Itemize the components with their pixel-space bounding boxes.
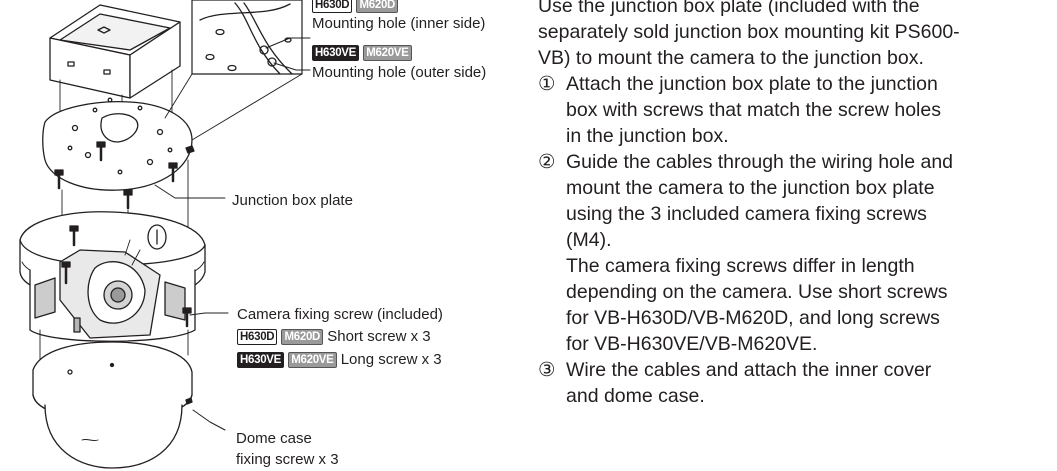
junction-box-plate-drawing bbox=[42, 97, 195, 191]
step-line: Attach the junction box plate to the jun… bbox=[566, 73, 938, 95]
mounting-hole-inner-label: Mounting hole (inner side) bbox=[312, 15, 486, 32]
model-badge: M620VE bbox=[363, 45, 412, 61]
step-2: ② Guide the cables through the wiring ho… bbox=[538, 149, 1057, 253]
note-line: The camera fixing screws differ in lengt… bbox=[566, 255, 915, 277]
step-line: Guide the cables through the wiring hole… bbox=[566, 151, 954, 173]
dome-case-label: Dome case bbox=[236, 430, 312, 447]
step-line: mount the camera to the junction box pla… bbox=[566, 177, 935, 199]
step-number: ② bbox=[538, 151, 556, 173]
long-screw-row: H630VE M620VE Long screw x 3 bbox=[237, 350, 442, 369]
dome-case-drawing bbox=[32, 341, 193, 469]
model-badge: H630D bbox=[312, 0, 353, 13]
step-number: ③ bbox=[538, 359, 556, 381]
camera-screws-drawing bbox=[61, 225, 192, 328]
junction-box-drawing bbox=[49, 4, 181, 99]
step-2-note: The camera fixing screws differ in lengt… bbox=[538, 253, 1057, 357]
inset-connector-lines bbox=[164, 73, 303, 141]
model-badge: H630VE bbox=[312, 45, 360, 61]
instructions-text: Use the junction box plate (included wit… bbox=[538, 0, 1057, 409]
long-screw-label: Long screw x 3 bbox=[340, 351, 442, 368]
model-badge: M620VE bbox=[288, 352, 337, 368]
model-badge: H630D bbox=[237, 329, 278, 345]
step-1: ① Attach the junction box plate to the j… bbox=[538, 71, 1057, 149]
camera-body-drawing bbox=[19, 211, 206, 342]
mounting-hole-outer-label: Mounting hole (outer side) bbox=[312, 64, 487, 81]
step-line: and dome case. bbox=[566, 385, 705, 407]
step-line: using the 3 included camera fixing screw… bbox=[566, 203, 927, 225]
camera-mounting-illustration: H630D M620D Mounting hole (inner side) H… bbox=[19, 0, 487, 469]
note-line: for VB-H630D/VB-M620D, and long screws bbox=[566, 307, 940, 329]
short-screw-row: H630D M620D Short screw x 3 bbox=[237, 327, 431, 346]
model-badge: M620D bbox=[281, 329, 324, 345]
mounting-hole-inset bbox=[191, 0, 303, 75]
step-line: (M4). bbox=[566, 229, 612, 251]
note-line: for VB-H630VE/VB-M620VE. bbox=[566, 333, 818, 355]
inner-model-badges: H630D M620D bbox=[312, 0, 399, 14]
intro-line: Use the junction box plate (included wit… bbox=[538, 0, 920, 17]
junction-box-plate-label: Junction box plate bbox=[232, 192, 353, 209]
step-number: ① bbox=[538, 73, 556, 95]
plate-screws-drawing bbox=[54, 141, 178, 210]
step-line: box with screws that match the screw hol… bbox=[566, 99, 941, 121]
model-badge: H630VE bbox=[237, 352, 285, 368]
step-3: ③ Wire the cables and attach the inner c… bbox=[538, 357, 1057, 409]
intro-line: VB) to mount the camera to the junction … bbox=[538, 47, 924, 69]
short-screw-label: Short screw x 3 bbox=[327, 328, 431, 345]
intro-line: separately sold junction box mounting ki… bbox=[538, 21, 960, 43]
dome-case-screw-label: fixing screw x 3 bbox=[236, 451, 339, 468]
intro-paragraph: Use the junction box plate (included wit… bbox=[538, 0, 1057, 71]
step-line: Wire the cables and attach the inner cov… bbox=[566, 359, 932, 381]
step-line: in the junction box. bbox=[566, 125, 729, 147]
outer-model-badges: H630VE M620VE bbox=[312, 43, 412, 62]
note-line: depending on the camera. Use short screw… bbox=[566, 281, 948, 303]
camera-fixing-screw-label: Camera fixing screw (included) bbox=[237, 306, 443, 323]
model-badge: M620D bbox=[356, 0, 399, 13]
exploded-camera-diagram bbox=[19, 0, 311, 469]
leader-lines bbox=[154, 37, 311, 431]
guide-lines-lower bbox=[39, 329, 189, 361]
